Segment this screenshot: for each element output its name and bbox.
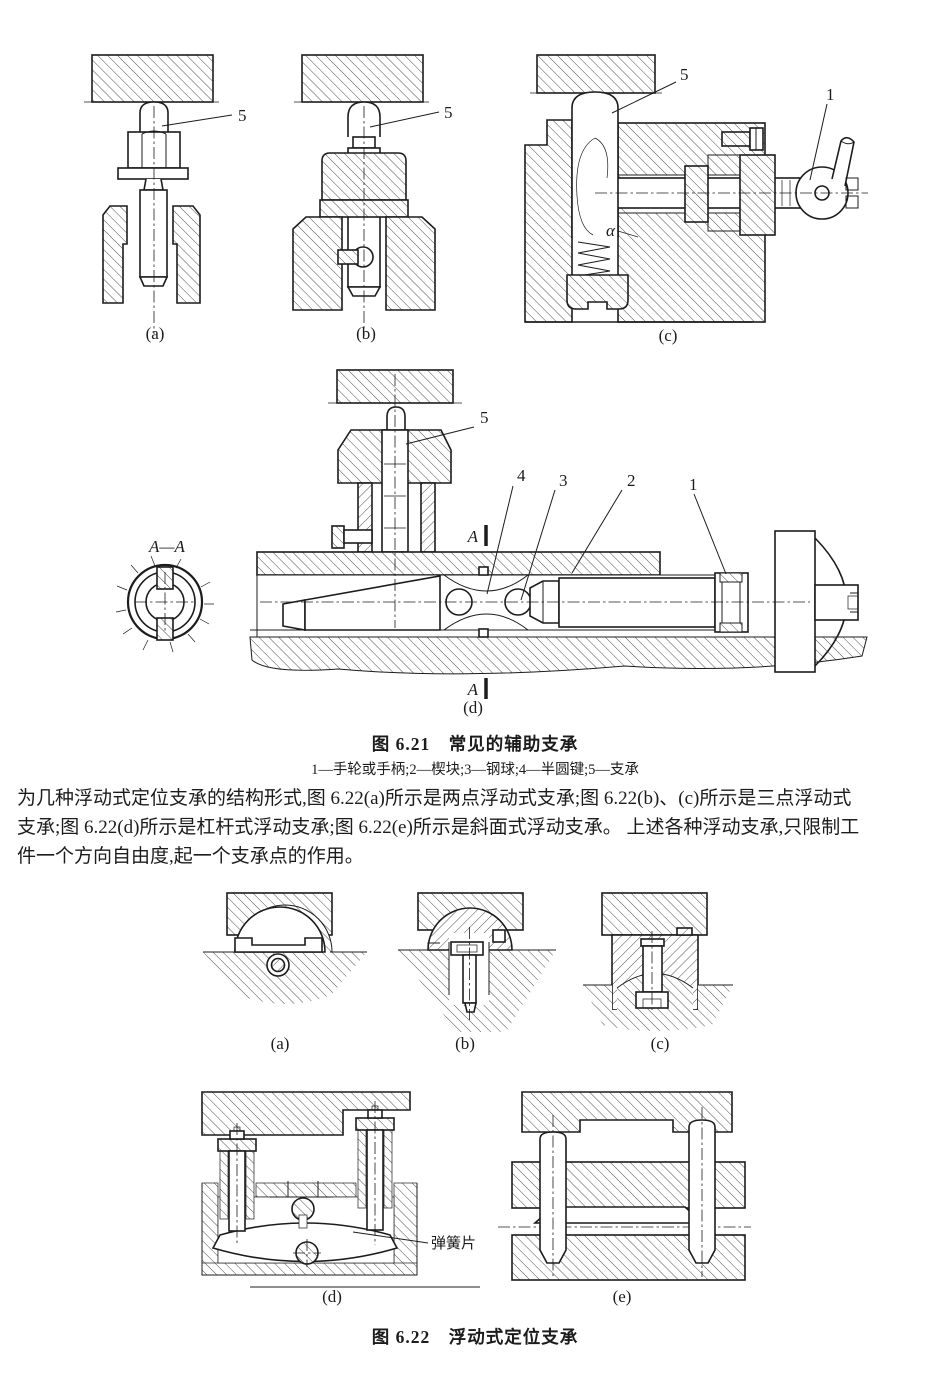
- pivot-pin-core: [270, 957, 286, 973]
- part1-label: 1: [826, 85, 835, 104]
- section-mark-lower: A: [467, 678, 488, 699]
- part5-label: 5: [444, 103, 453, 122]
- collar: [714, 572, 749, 633]
- workpiece-hatched: [294, 54, 432, 103]
- section-view-AA: A—A: [115, 537, 214, 653]
- spring-leaf-callout: 弹簧片: [352, 1231, 476, 1252]
- left-wall-hatched: [524, 119, 573, 323]
- handwheel-part1: [774, 530, 859, 673]
- fig-6-22e-inclined-floating-support: (e): [498, 1091, 751, 1306]
- workpiece-hatched: [201, 1091, 411, 1136]
- subfig-d-caption: (d): [322, 1287, 342, 1306]
- locking-screw: [337, 246, 374, 268]
- base-hatched: [102, 205, 201, 304]
- fig-6-22a-two-point-floating-support: (a): [203, 892, 367, 1053]
- figure-6-21-legend: 1—手轮或手柄;2—楔块;3—钢球;4—半圆键;5—支承: [311, 762, 639, 778]
- paragraph-line-1: 为几种浮动式定位支承的结构形式,图 6.22(a)所示是两点浮动式支承;图 6.…: [17, 788, 852, 809]
- fig-6-21d-wedge-ball-support-diagram: A—A: [115, 369, 868, 717]
- block-stub: [676, 927, 693, 936]
- body-paragraph: 为几种浮动式定位支承的结构形式,图 6.22(a)所示是两点浮动式支承;图 6.…: [17, 784, 933, 871]
- subfig-b-caption: (b): [356, 324, 376, 343]
- support-screw-assembly: [337, 406, 452, 553]
- callout-part5: 5: [611, 65, 689, 114]
- spring: [577, 241, 611, 277]
- svg-text:A: A: [467, 527, 479, 546]
- svg-text:A: A: [467, 680, 479, 699]
- half-round-key: [478, 628, 489, 638]
- subfig-a-caption: (a): [146, 324, 165, 343]
- base-hatched: [583, 985, 733, 1031]
- fig-6-21b-self-position-support-diagram: 5 (b): [292, 54, 453, 343]
- callout-part5: 5: [161, 106, 247, 127]
- square-nut: [739, 154, 776, 236]
- svg-text:1: 1: [689, 475, 698, 494]
- section-mark-upper: A: [467, 525, 488, 546]
- fig-6-22b-three-point-floating-support: (b): [398, 892, 556, 1053]
- figure-6-22-caption: 图 6.22 浮动式定位支承: [371, 1327, 579, 1347]
- callout-part1: 1: [689, 475, 727, 575]
- support-pin: [571, 91, 619, 238]
- right-support-pin: [688, 1107, 716, 1277]
- part5-label: 5: [238, 106, 247, 125]
- set-screw-top: [721, 127, 764, 151]
- base-hatched: [292, 216, 436, 311]
- right-support-pin: [355, 1101, 395, 1245]
- callout-part5: 5: [405, 408, 489, 445]
- part5-label: 5: [680, 65, 689, 84]
- callout-part4: 4: [486, 466, 526, 595]
- alpha-label: α: [606, 221, 616, 240]
- svg-text:3: 3: [559, 471, 568, 490]
- subfig-e-caption: (e): [613, 1287, 632, 1306]
- paragraph-line-2: 支承;图 6.22(d)所示是杠杆式浮动支承;图 6.22(e)所示是斜面式浮动…: [17, 817, 860, 838]
- workpiece-hatched: [521, 1091, 733, 1133]
- workpiece-hatched: [84, 54, 222, 103]
- push-rod-and-screw: [529, 577, 716, 628]
- left-support-pin: [217, 1123, 257, 1245]
- callout-part5: 5: [369, 103, 453, 128]
- callout-part2: 2: [571, 471, 636, 574]
- sleeve-upper-wall: [256, 551, 661, 576]
- svg-text:4: 4: [517, 466, 526, 485]
- fig-6-21c-wedge-lock-support-diagram: α 5 1 (c): [524, 54, 920, 345]
- half-round-key: [478, 566, 489, 576]
- paragraph-line-3: 件一个方向自由度,起一个支承点的作用。: [17, 846, 364, 867]
- subfig-d-caption: (d): [463, 698, 483, 717]
- callout-part1: 1: [809, 85, 835, 181]
- side-stub: [492, 929, 506, 943]
- subfig-a-caption: (a): [271, 1034, 290, 1053]
- section-AA-label: A—A: [148, 537, 186, 556]
- lever-rocker: [211, 1197, 399, 1267]
- fig-6-21a-screw-support-diagram: 5 (a): [84, 54, 247, 343]
- subfig-c-caption: (c): [659, 326, 678, 345]
- subfig-c-caption: (c): [651, 1034, 670, 1053]
- side-locking-screw: [331, 525, 373, 549]
- figure-6-21-caption: 图 6.21 常见的辅助支承: [371, 734, 579, 754]
- svg-text:5: 5: [480, 408, 489, 427]
- guide-bushing: [684, 165, 709, 223]
- floating-rocker: [234, 906, 326, 953]
- callout-part3: 3: [520, 471, 568, 601]
- fig-6-22d-lever-floating-support: 弹簧片 (d): [201, 1091, 480, 1306]
- left-support-pin: [539, 1115, 567, 1277]
- center-screw: [635, 938, 669, 1009]
- subfig-b-caption: (b): [455, 1034, 475, 1053]
- alpha-callout: α: [606, 221, 639, 240]
- spring-leaf-label: 弹簧片: [431, 1235, 476, 1252]
- svg-text:2: 2: [627, 471, 636, 490]
- workpiece-hatched: [530, 54, 662, 94]
- fig-6-22c-three-point-floating-support-2: (c): [583, 892, 733, 1053]
- bottom-plug: [566, 274, 629, 310]
